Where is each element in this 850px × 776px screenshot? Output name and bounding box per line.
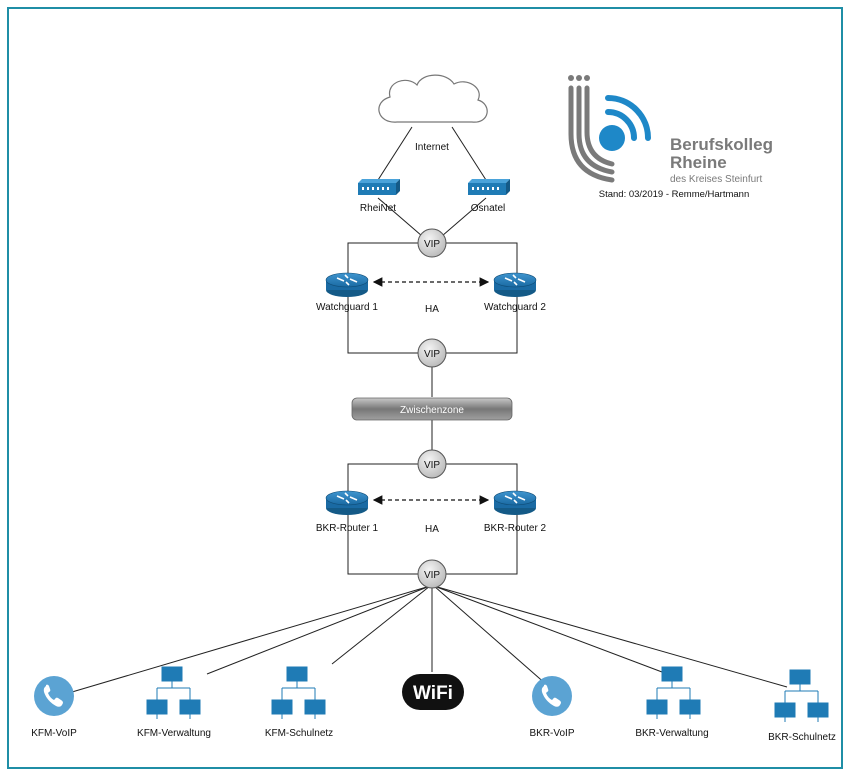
logo-line2: Rheine — [670, 153, 727, 172]
router-left-label: BKR-Router 1 — [316, 523, 379, 534]
connection-lines — [71, 126, 788, 693]
vip-node: VIP — [417, 228, 447, 258]
firewall-left-label: Watchguard 1 — [316, 302, 378, 313]
wifi-icon: WiFi — [402, 674, 464, 710]
logo-line3: des Kreises Steinfurt — [670, 174, 762, 185]
logo-line1: Berufskolleg — [670, 135, 773, 154]
svg-text:VIP: VIP — [424, 570, 440, 581]
endpoint-label: KFM-Schulnetz — [265, 728, 333, 739]
router-icon — [325, 272, 369, 297]
berufskolleg-logo — [568, 75, 651, 183]
phone-icon — [34, 676, 74, 716]
isp-right-label: Osnatel — [471, 203, 505, 214]
svg-text:WiFi: WiFi — [413, 683, 453, 704]
stand-label: Stand: 03/2019 - Remme/Hartmann — [599, 189, 750, 200]
router-icon — [493, 490, 537, 515]
router-right-label: BKR-Router 2 — [484, 523, 547, 534]
ha-label-firewalls: HA — [425, 304, 439, 315]
cloud-icon — [378, 74, 488, 123]
endpoint-label: KFM-VoIP — [31, 728, 77, 739]
modem-icon — [468, 179, 510, 195]
ha-label-routers: HA — [425, 524, 439, 535]
svg-text:VIP: VIP — [424, 349, 440, 360]
endpoint-label: BKR-Schulnetz — [768, 732, 836, 743]
network-icon — [646, 666, 701, 719]
vip-node: VIP — [417, 559, 447, 589]
svg-text:Zwischenzone: Zwischenzone — [400, 405, 464, 416]
diagram-frame: Internet RheiNet Osnatel VIP VIP VIP VIP… — [7, 7, 843, 769]
network-diagram: Internet RheiNet Osnatel VIP VIP VIP VIP… — [31, 74, 836, 743]
network-icon — [774, 669, 829, 722]
isp-left-label: RheiNet — [360, 203, 396, 214]
vip-node: VIP — [417, 338, 447, 368]
endpoint-label: BKR-Verwaltung — [635, 728, 708, 739]
router-icon — [493, 272, 537, 297]
router-icon — [325, 490, 369, 515]
endpoint-label: KFM-Verwaltung — [137, 728, 211, 739]
svg-text:VIP: VIP — [424, 460, 440, 471]
phone-icon — [532, 676, 572, 716]
svg-text:VIP: VIP — [424, 239, 440, 250]
modem-icon — [358, 179, 400, 195]
endpoint-label: BKR-VoIP — [529, 728, 574, 739]
network-icon — [146, 666, 201, 719]
internet-label: Internet — [415, 142, 449, 153]
network-icon — [271, 666, 326, 719]
zwischenzone-bar: Zwischenzone — [351, 397, 513, 421]
vip-node: VIP — [417, 449, 447, 479]
firewall-right-label: Watchguard 2 — [484, 302, 546, 313]
